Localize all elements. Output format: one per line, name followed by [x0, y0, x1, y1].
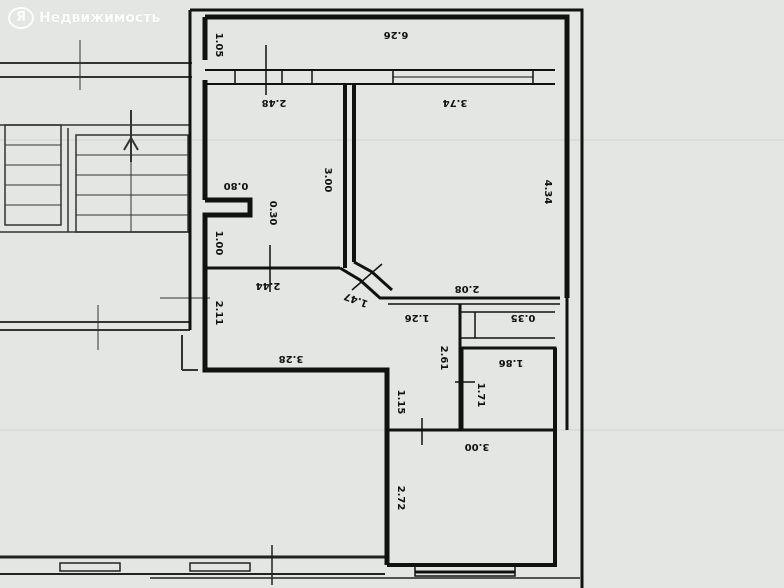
dim-top-wide: 6.26 — [384, 29, 409, 40]
dim-top-corridor-h: 1.05 — [213, 33, 224, 58]
dim-room-left-h: 3.00 — [322, 168, 333, 193]
dim-hall-left-h: 1.00 — [213, 231, 224, 256]
dim-hall-left-h2: 2.11 — [213, 301, 224, 326]
inner-walls — [205, 84, 560, 445]
top-corridor — [205, 45, 555, 95]
dim-hall-top-w: 2.44 — [256, 280, 281, 291]
dim-niche-h: 0.30 — [267, 201, 278, 226]
dim-step-h: 1.15 — [395, 390, 406, 415]
brand-name: Недвижимость — [39, 10, 161, 26]
dim-room-right-w: 3.74 — [443, 97, 468, 108]
dim-hall-right-w: 2.08 — [455, 283, 480, 294]
bottom-wall — [0, 545, 580, 585]
dim-niche-w: 0.80 — [224, 180, 249, 191]
watermark: Я Недвижимость — [8, 7, 160, 29]
dim-bath-h: 1.71 — [475, 383, 486, 408]
outer-walls — [188, 8, 584, 588]
staircase — [0, 40, 210, 371]
dim-bottom-room-w: 3.00 — [465, 441, 490, 452]
paper-background — [0, 139, 784, 431]
brand-logo-icon: Я — [8, 7, 34, 29]
dim-small-cell-w: 0.35 — [511, 312, 536, 323]
dim-bottom-room-h: 2.72 — [395, 486, 406, 511]
dim-room-right-h: 4.34 — [542, 180, 553, 205]
dim-small-w: 1.26 — [405, 312, 430, 323]
dim-hall-mid-h: 2.61 — [438, 346, 449, 371]
dim-hall-bottom-w: 3.28 — [279, 353, 304, 364]
dim-diag: 1.47 — [343, 290, 370, 309]
dim-bath-w: 1.86 — [499, 357, 524, 368]
dimension-labels: 6.26 1.05 2.48 3.74 3.00 4.34 0.80 0.30 … — [213, 29, 553, 510]
dim-room-left-w: 2.48 — [262, 97, 287, 108]
